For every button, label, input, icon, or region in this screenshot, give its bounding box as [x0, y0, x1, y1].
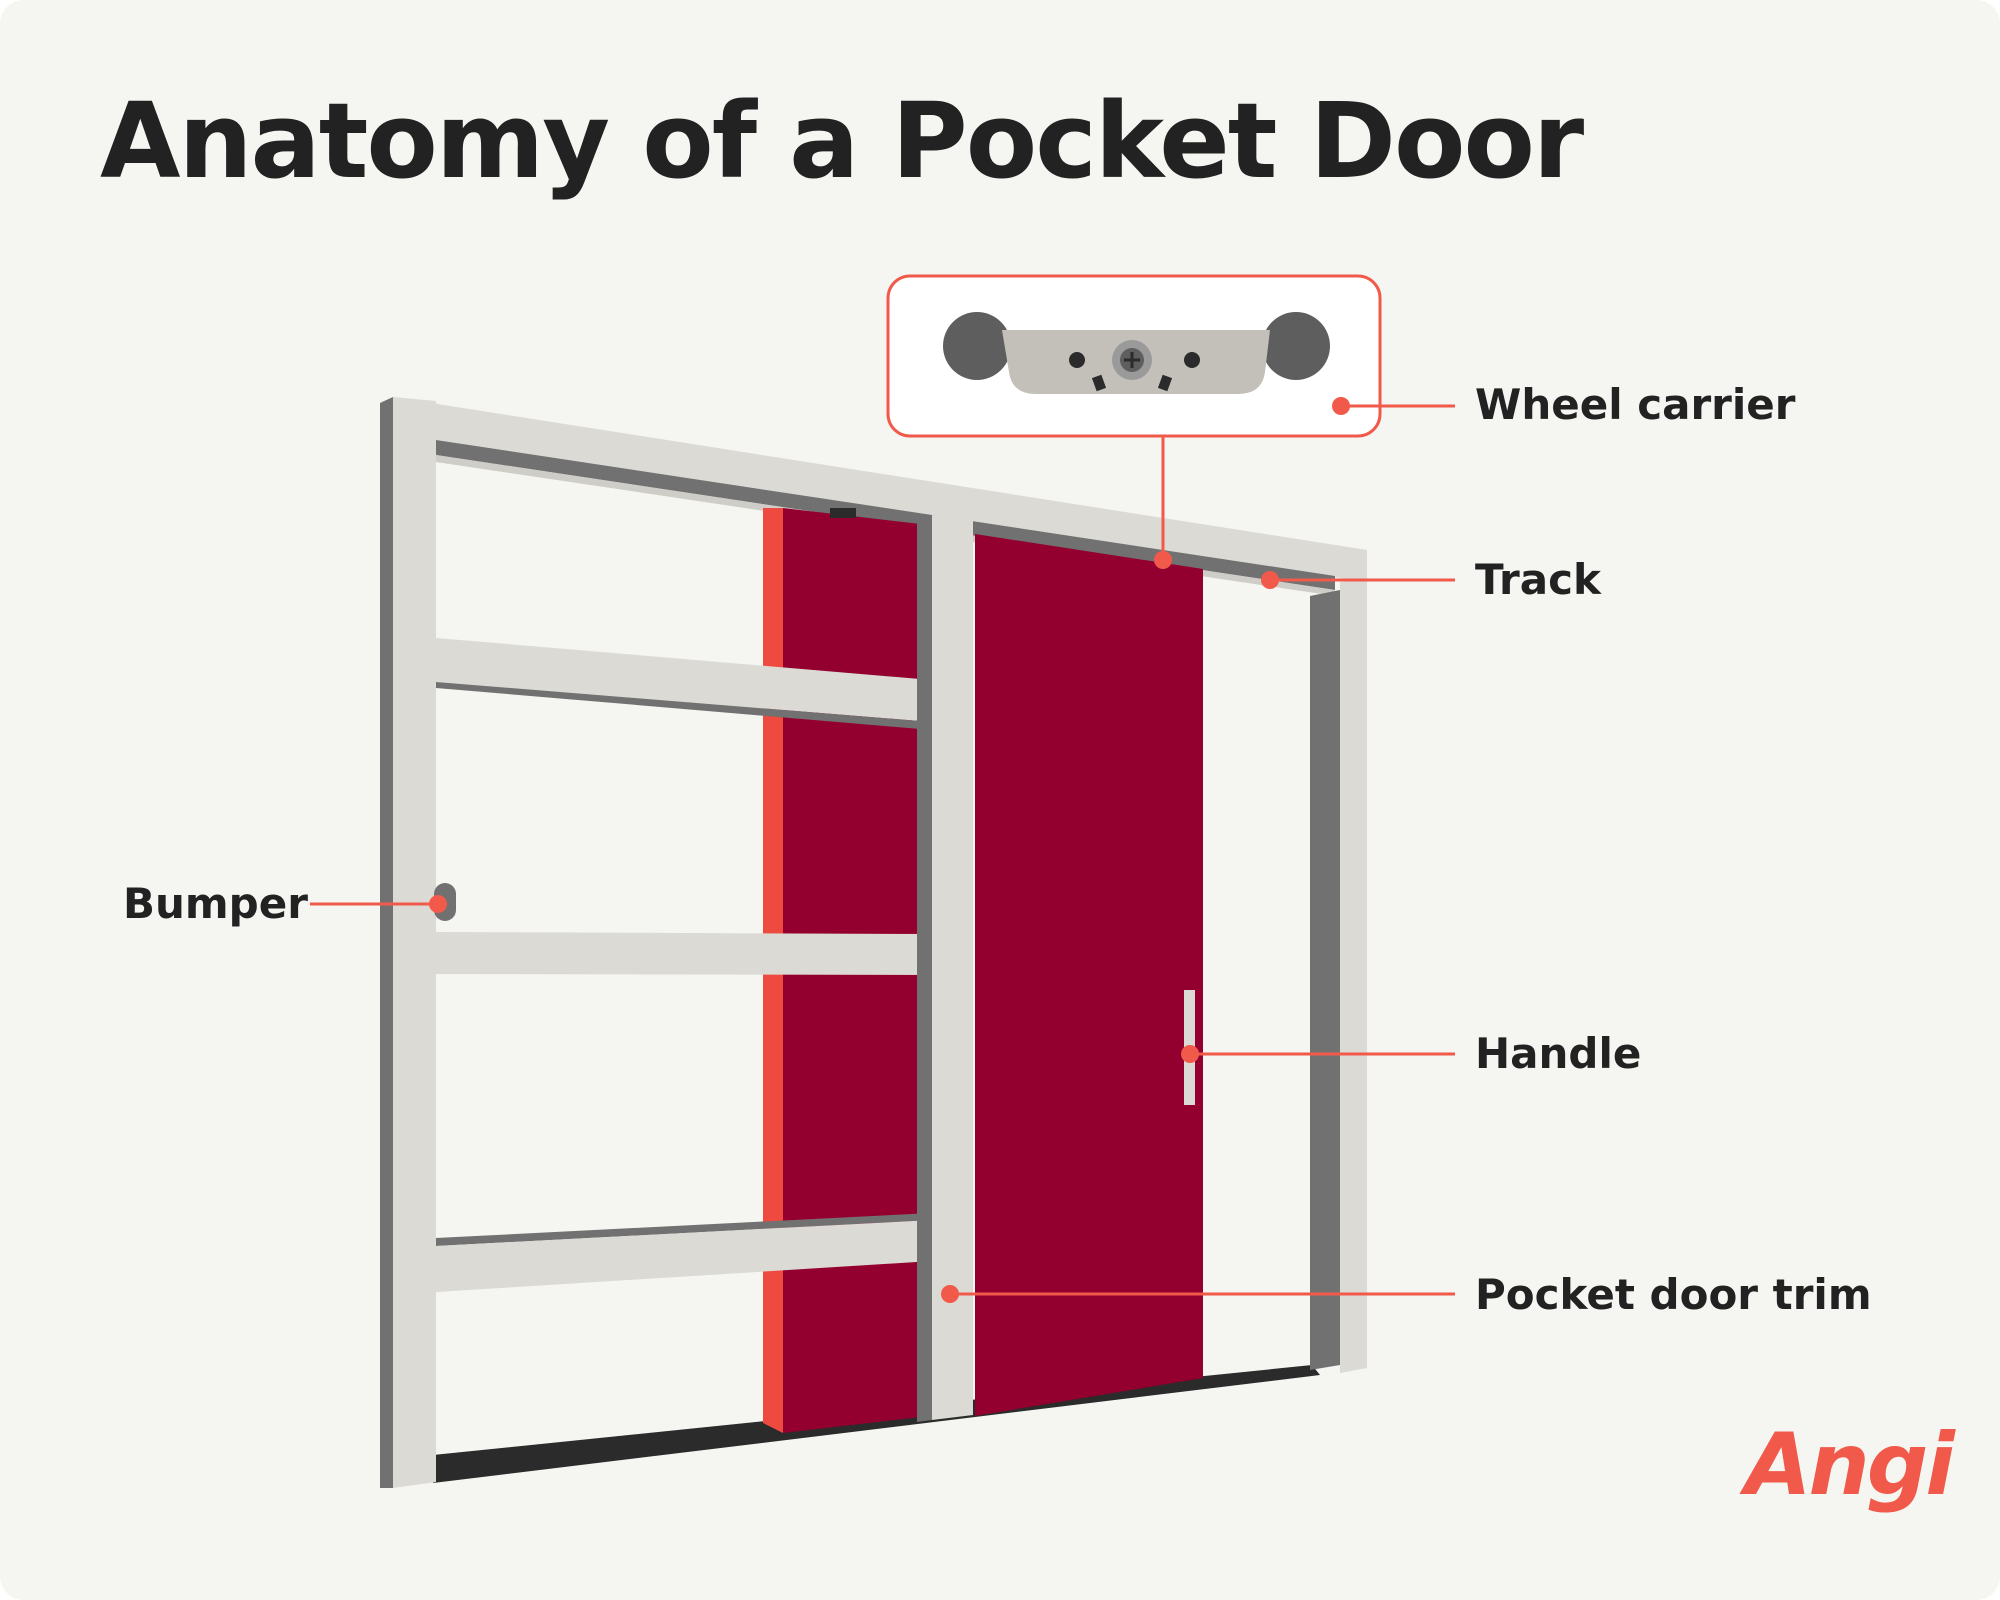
carrier-bolt-left: [1069, 352, 1085, 368]
door-hanger: [830, 508, 856, 518]
label-track: Track: [1475, 555, 1601, 604]
cross-stud-lower-shadow: [436, 1213, 932, 1246]
cross-stud-lower: [436, 1220, 932, 1292]
cross-stud-upper: [436, 638, 932, 722]
wheel-left: [943, 312, 1011, 380]
split-jamb-face: [917, 515, 932, 1422]
left-post-edge: [380, 397, 393, 1488]
cross-stud-upper-shadow: [436, 682, 932, 730]
label-wheel-carrier: Wheel carrier: [1475, 380, 1796, 429]
door-panel: [975, 534, 1203, 1416]
cross-stud-middle: [436, 932, 932, 975]
wheel-right: [1262, 312, 1330, 380]
carrier-tab-right: [1157, 374, 1173, 392]
header-beam: [393, 397, 1367, 582]
carrier-screw-slot: [1124, 352, 1140, 368]
left-post: [393, 397, 436, 1488]
page-title: Anatomy of a Pocket Door: [100, 80, 1584, 202]
carrier-bolt-right: [1184, 352, 1200, 368]
label-bumper: Bumper: [123, 879, 308, 928]
carrier-tab-left: [1091, 374, 1107, 392]
label-pocket-door-trim: Pocket door trim: [1475, 1270, 1872, 1319]
label-handle: Handle: [1475, 1029, 1642, 1078]
right-jamb: [1340, 580, 1367, 1373]
leader-dots: [429, 397, 1350, 1303]
header-shadow: [436, 440, 1335, 590]
right-jamb-face: [1310, 590, 1340, 1370]
split-jamb: [932, 515, 973, 1420]
leader-lines: [310, 404, 1455, 1296]
angi-logo: Angi: [1745, 1415, 1955, 1515]
